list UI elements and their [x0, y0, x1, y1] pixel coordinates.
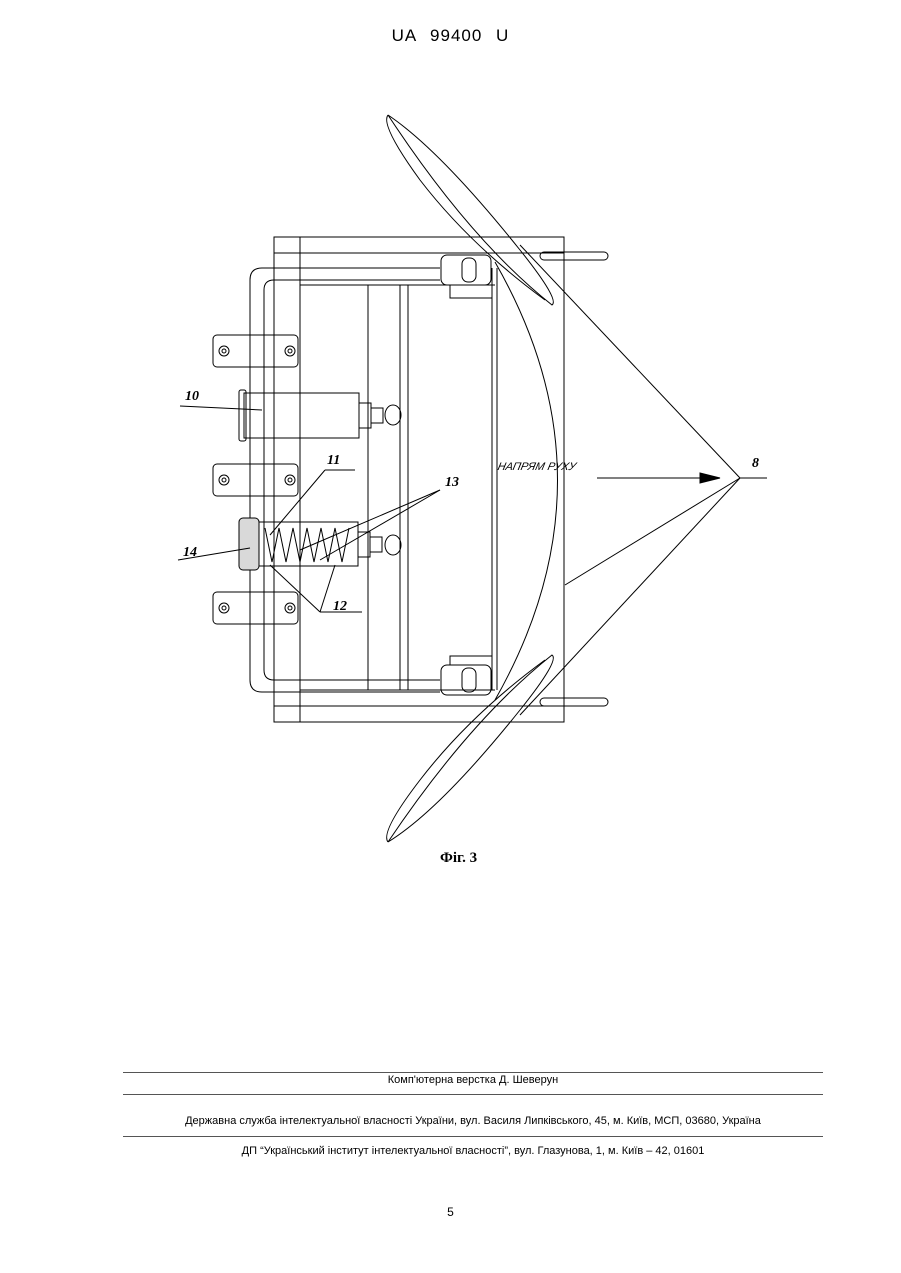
direction-label: НАПРЯМ РУХУ [496, 461, 578, 473]
spring-coil [265, 528, 349, 562]
blade-upper [388, 115, 553, 305]
footer-service: Державна служба інтелектуальної власност… [123, 1115, 823, 1127]
technical-drawing: 10 11 13 14 12 8 НАПРЯМ РУХУ [0, 0, 901, 900]
label-14: 14 [183, 545, 197, 560]
cylinder-10 [244, 393, 359, 438]
label-13: 13 [445, 475, 459, 490]
label-8: 8 [752, 456, 759, 471]
label-10: 10 [185, 389, 199, 404]
footer-institute: ДП “Український інститут інтелектуальної… [123, 1145, 823, 1157]
blade-lower [388, 655, 553, 842]
label-11: 11 [327, 453, 340, 468]
footer-rule-top [123, 1072, 823, 1073]
label-12: 12 [333, 599, 347, 614]
page-number: 5 [0, 1205, 901, 1219]
footer-rule-middle [123, 1094, 823, 1095]
disk-arc [495, 262, 558, 700]
footer-rule-bottom [123, 1136, 823, 1137]
figure-caption: Фіг. 3 [440, 850, 477, 867]
footer-typesetting: Комп'ютерна верстка Д. Шеверун [123, 1074, 823, 1086]
